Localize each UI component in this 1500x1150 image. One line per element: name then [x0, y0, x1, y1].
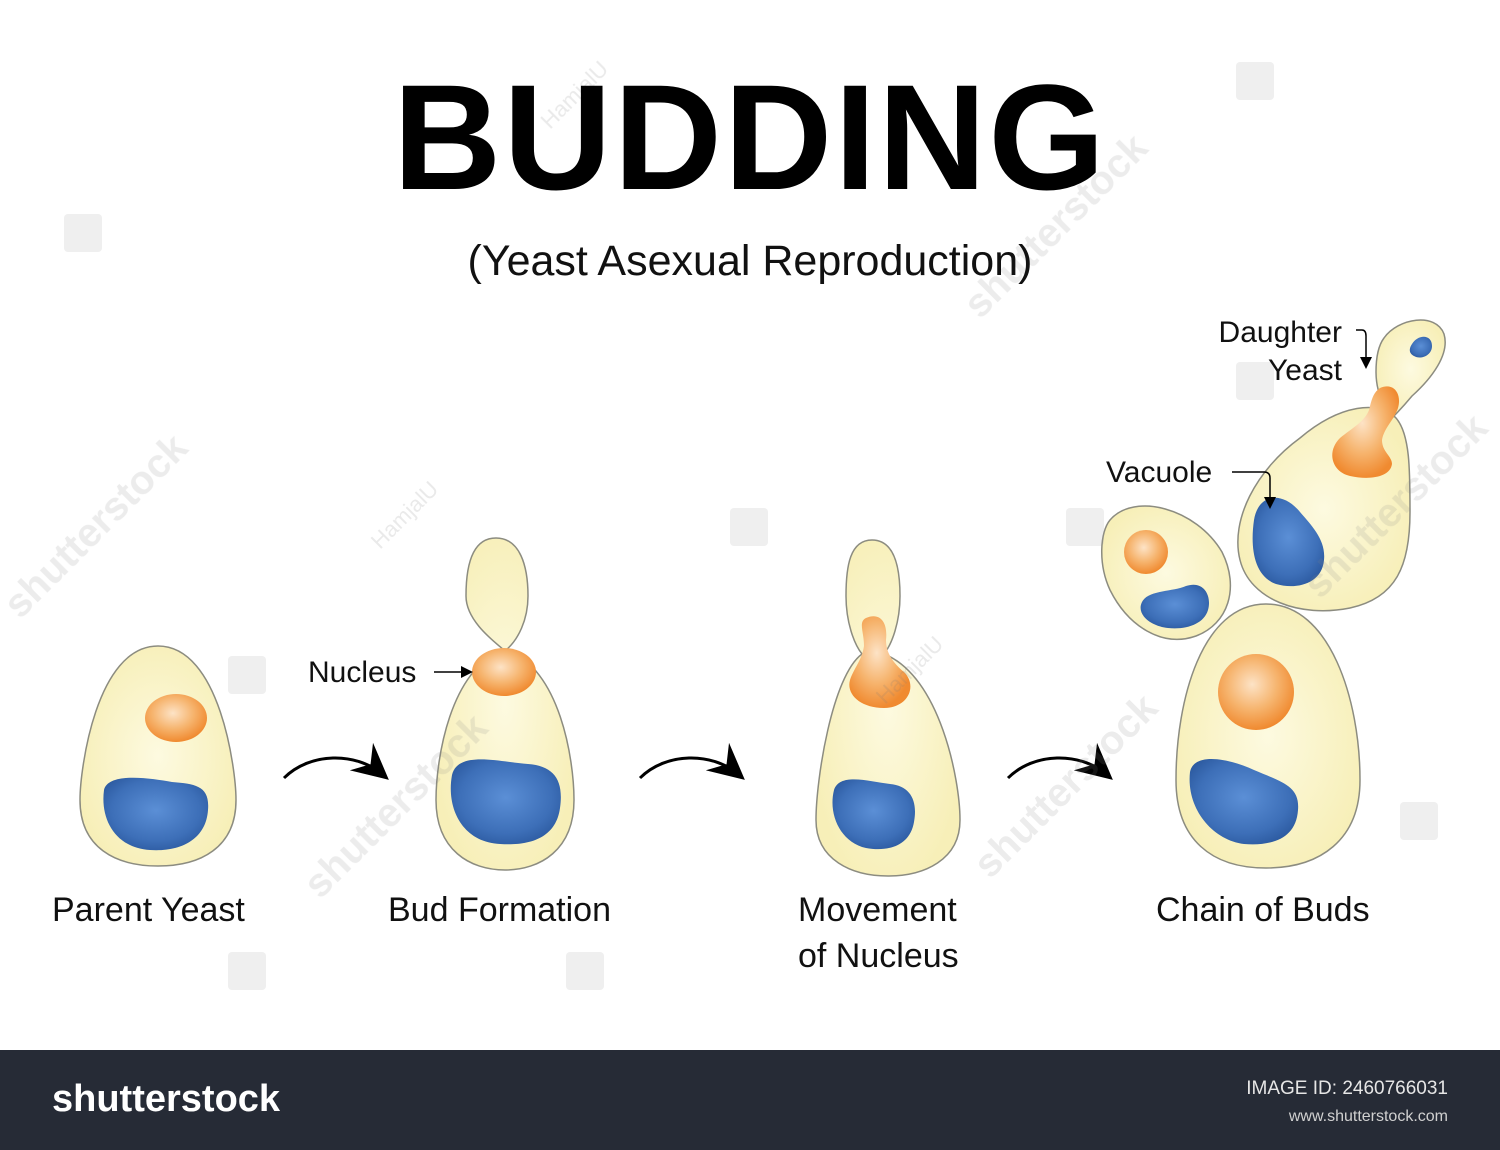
footer-site-url: www.shutterstock.com — [1288, 1108, 1448, 1125]
nucleus — [1124, 530, 1168, 574]
vacuole — [103, 777, 209, 851]
callout-line: Yeast — [1268, 353, 1342, 387]
vacuole — [832, 779, 915, 850]
watermark-logo-icon — [228, 656, 266, 694]
arrow-3 — [1006, 742, 1113, 780]
stage-label-parent-yeast: Parent Yeast — [52, 891, 245, 929]
watermark-logo-icon — [1400, 802, 1438, 840]
nucleus — [1332, 386, 1400, 478]
watermark-text: shutterstock — [0, 425, 197, 626]
stage-label-line: of Nucleus — [798, 936, 959, 975]
daughter-yeast-callout: Daughter Yeast — [1212, 314, 1342, 389]
stage-label-line: Movement — [798, 891, 957, 929]
watermark-logo-icon — [1236, 62, 1274, 100]
nucleus — [1218, 654, 1294, 730]
vacuole — [1140, 584, 1210, 629]
stage-label-bud-formation: Bud Formation — [388, 891, 611, 929]
vacuole — [450, 759, 561, 845]
footer-bar: shutterstock IMAGE ID: 2460766031 www.sh… — [0, 1050, 1500, 1150]
nucleus — [849, 616, 911, 708]
watermark-logo-icon — [64, 214, 102, 252]
stage-label-chain-of-buds: Chain of Buds — [1156, 891, 1370, 929]
vacuole-callout: Vacuole — [1106, 456, 1213, 489]
chain-of-buds — [1101, 319, 1446, 869]
vacuole — [1252, 497, 1325, 587]
nucleus — [472, 648, 536, 696]
callout-line: Daughter — [1218, 316, 1342, 349]
vacuole — [1409, 336, 1432, 358]
arrow-2 — [638, 742, 745, 780]
daughter-callout-line — [1356, 329, 1372, 369]
footer-image-id: IMAGE ID: 2460766031 — [1246, 1078, 1448, 1099]
stage-label-movement-of-nucleus: Movement of Nucleus — [798, 888, 959, 980]
author-watermark: HamjalU — [366, 476, 443, 553]
watermark-logo-icon — [1236, 362, 1274, 400]
bud-formation-cell — [435, 537, 575, 871]
watermark-logo-icon — [1066, 508, 1104, 546]
budding-diagram: shutterstock shutterstock shutterstock s… — [0, 53, 1497, 990]
mother-cell — [1175, 603, 1361, 869]
arrow-1 — [282, 742, 389, 780]
watermark-text: shutterstock — [965, 685, 1166, 886]
nucleus-callout: Nucleus — [308, 656, 417, 689]
vacuole-callout-line — [1232, 471, 1276, 509]
page-title: BUDDING — [393, 53, 1107, 221]
watermark-logo-icon — [228, 952, 266, 990]
watermark-logo-icon — [730, 508, 768, 546]
nucleus — [145, 694, 207, 742]
movement-of-nucleus-cell — [815, 539, 961, 877]
diagram-graphics: shutterstock shutterstock shutterstock s… — [0, 56, 1497, 990]
vacuole — [1189, 758, 1299, 845]
side-bud-cell — [1101, 505, 1231, 641]
page-subtitle: (Yeast Asexual Reproduction) — [467, 237, 1033, 285]
watermark-logo-icon — [566, 952, 604, 990]
footer-brand-logo: shutterstock — [52, 1078, 281, 1120]
parent-yeast-cell — [79, 645, 237, 867]
